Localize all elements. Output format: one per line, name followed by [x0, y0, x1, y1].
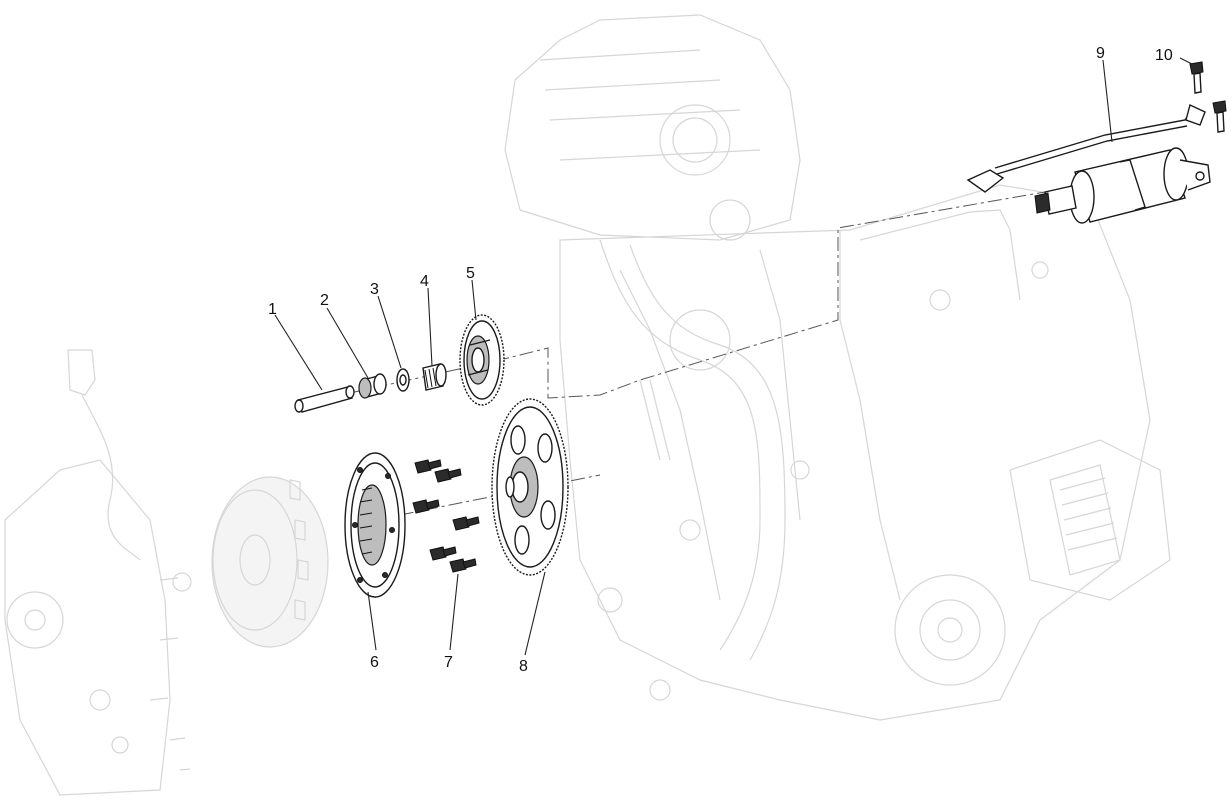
part-8-ring-gear — [491, 398, 569, 576]
callout-9: 9 — [1096, 45, 1105, 62]
callout-10: 10 — [1155, 47, 1173, 64]
callout-5: 5 — [466, 265, 475, 282]
part-7-bolts — [412, 459, 480, 573]
callout-3: 3 — [370, 281, 379, 298]
bolt — [429, 546, 457, 561]
callout-4: 4 — [420, 273, 429, 290]
callout-2: 2 — [320, 292, 329, 309]
leader-lines — [274, 57, 1193, 656]
engine-block-ghost — [4, 14, 1171, 796]
bolt — [434, 468, 462, 483]
callout-7: 7 — [444, 654, 453, 671]
part-3-washer — [396, 368, 410, 392]
callout-6: 6 — [370, 654, 379, 671]
part-4-needle-bearing — [422, 363, 447, 391]
part-5-idler-gear — [459, 314, 505, 406]
assembly-axes — [299, 184, 1086, 521]
bolt — [449, 558, 477, 573]
bolt — [1189, 61, 1204, 94]
bolt — [414, 459, 442, 474]
part-2-bushing — [358, 373, 387, 399]
callout-1: 1 — [268, 301, 277, 318]
part-9-starter-motor — [966, 104, 1211, 224]
bolt — [1212, 100, 1227, 133]
callout-8: 8 — [519, 658, 528, 675]
bolt — [412, 499, 440, 514]
part-1-shaft — [294, 385, 355, 413]
bolt — [452, 516, 480, 531]
callout-labels: 1 2 3 4 5 6 7 8 9 10 — [268, 45, 1173, 675]
part-6-starter-clutch — [344, 452, 406, 598]
part-10-motor-bolts — [1189, 61, 1227, 133]
